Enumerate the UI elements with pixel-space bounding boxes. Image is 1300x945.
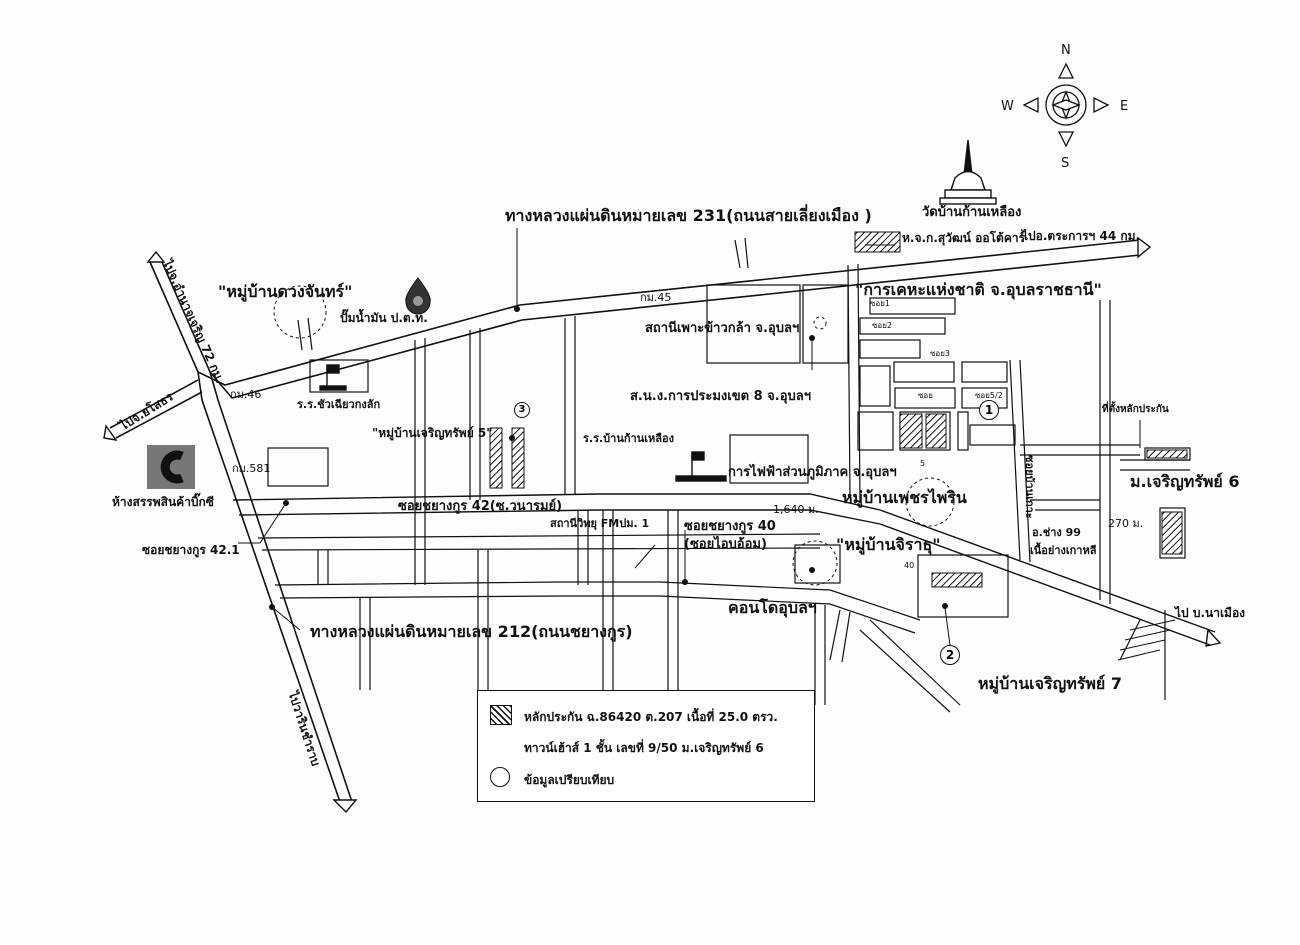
collateral-hatch bbox=[489, 231, 1188, 588]
soi-1-label: ซอย1 bbox=[870, 299, 891, 308]
soi40b-label: (ซอยไอบอ้อม) bbox=[684, 537, 767, 552]
legend-townhouse-text: ทาวน์เฮ้าส์ 1 ชั้น เลขที่ 9/50 ม.เจริญทร… bbox=[524, 741, 764, 755]
direction-arrows bbox=[103, 236, 1222, 814]
soi-ban-ko-label: ซอยบ้านเกาะ bbox=[1023, 455, 1036, 519]
compass-west-label: W bbox=[1001, 99, 1014, 114]
highway-212-road bbox=[197, 371, 353, 803]
village-phetphairin-label: หมู่บ้านเพชรไพริน bbox=[842, 488, 967, 507]
road-pins bbox=[269, 306, 948, 610]
to-na-mueang-label: ไป บ.นาเมือง bbox=[1175, 606, 1246, 620]
leader-lines bbox=[238, 228, 1141, 646]
small-40-label: 40 bbox=[904, 561, 915, 570]
village-charoensap5-label: "หมู่บ้านเจริญทรัพย์ 5" bbox=[372, 426, 493, 440]
distance-1640-label: 1,640 ม. bbox=[773, 503, 819, 516]
km45-label: กม.45 bbox=[640, 291, 672, 304]
rice-station-label: สถานีเพาะข้าวกล้า จ.อุบลฯ bbox=[645, 321, 800, 336]
soi-52-label: ซอย5/2 bbox=[975, 391, 1003, 400]
map-legend: หลักประกัน ฉ.86420 ต.207 เนื้อที่ 25.0 ต… bbox=[477, 690, 815, 802]
soi421-label: ซอยชยางกูร 42.1 bbox=[142, 543, 240, 557]
school-chuea-label: ร.ร.ชัวเฉียวกงลัก bbox=[297, 398, 381, 411]
soi-chayangkun-42-road bbox=[232, 493, 1216, 646]
collateral-hatch-swatch bbox=[490, 705, 512, 725]
legend-collateral-text: หลักประกัน ฉ.86420 ต.207 เนื้อที่ 25.0 ต… bbox=[524, 710, 778, 724]
collateral-location-label: ที่ตั้งหลักประกัน bbox=[1102, 404, 1169, 415]
building-blocks bbox=[267, 284, 1191, 618]
soi-3-label: ซอย3 bbox=[930, 349, 951, 358]
marker-1: 1 bbox=[979, 400, 999, 420]
pea-label: การไฟฟ้าส่วนภูมิภาค จ.อุบลฯ bbox=[728, 465, 897, 480]
mall-label: ห้างสรรพสินค้าบิ๊กซี bbox=[112, 495, 214, 509]
km581-label: กม.581 bbox=[232, 462, 271, 475]
soi-4-label: ซอย bbox=[918, 391, 933, 400]
comparable-circle-swatch bbox=[490, 767, 510, 787]
compass-east-label: E bbox=[1120, 99, 1129, 114]
compass-north-label: N bbox=[1061, 43, 1071, 58]
marker-2: 2 bbox=[940, 645, 960, 665]
village-duangchan-label: "หมู่บ้านดวงจันทร์" bbox=[218, 282, 353, 301]
highway-212-label: ทางหลวงแผ่นดินหมายเลข 212(ถนนชยางกูร) bbox=[310, 622, 633, 641]
to-trakan-label: ไปอ.ตระการฯ 44 กม. bbox=[1022, 229, 1141, 243]
house-rows bbox=[865, 244, 1176, 661]
school-kanlueang-label: ร.ร.บ้านก้านเหลือง bbox=[583, 432, 674, 445]
compass-south-label: S bbox=[1061, 156, 1070, 171]
radio-station-label: สถานีวิทยุ FMปม. 1 bbox=[550, 517, 650, 530]
village-jirathu-label: "หมู่บ้านจิราธุ" bbox=[836, 535, 941, 554]
minor-roads bbox=[257, 237, 1190, 713]
highway-231-road bbox=[149, 239, 1141, 399]
korean-meat-label: เนื้อย่างเกาหลี bbox=[1030, 544, 1097, 557]
compass-rose-icon bbox=[1022, 62, 1110, 148]
car-dealer-label: ห.จ.ก.สุวัฒน์ ออโต้คาร์ bbox=[902, 231, 1026, 245]
temple-stupa-icon bbox=[939, 139, 997, 205]
soi-2-label: ซอย2 bbox=[872, 321, 893, 330]
soi42-label: ซอยชยางกูร 42(ซ.วนารมย์) bbox=[398, 499, 563, 514]
flag-icons bbox=[319, 364, 727, 482]
marker-3: 3 bbox=[514, 402, 530, 418]
village-charoensap7-label: หมู่บ้านเจริญทรัพย์ 7 bbox=[978, 674, 1123, 693]
soi40-label: ซอยชยางกูร 40 bbox=[684, 519, 776, 534]
housing-authority-label: "การเคหะแห่งชาติ จ.อุบลราชธานี" bbox=[855, 280, 1102, 299]
gas-station-icon bbox=[405, 277, 431, 315]
charoensap6-label: ม.เจริญทรัพย์ 6 bbox=[1130, 472, 1240, 491]
fish-office-label: ส.น.ง.การประมงเขต 8 จ.อุบลฯ bbox=[630, 389, 812, 404]
wat-label: วัดบ้านก้านเหลือง bbox=[922, 205, 1022, 220]
small-5-label: 5 bbox=[920, 459, 926, 468]
distance-270-label: 270 ม. bbox=[1108, 517, 1144, 530]
legend-comparable-text: ข้อมูลเปรียบเทียบ bbox=[524, 773, 615, 787]
yasothon-road bbox=[109, 379, 203, 439]
garage-label: อ.ช่าง 99 bbox=[1032, 526, 1081, 539]
condo-label: คอนโดอุบลฯ bbox=[728, 598, 817, 617]
km46-label: กม.46 bbox=[230, 388, 262, 401]
comparable-circles bbox=[273, 285, 955, 586]
mall-logo-icon bbox=[147, 445, 195, 489]
highway-231-label: ทางหลวงแผ่นดินหมายเลข 231(ถนนสายเลี่ยงเม… bbox=[505, 206, 872, 225]
gas-station-label: ปั๊มน้ำมัน ป.ต.ท. bbox=[340, 311, 428, 325]
